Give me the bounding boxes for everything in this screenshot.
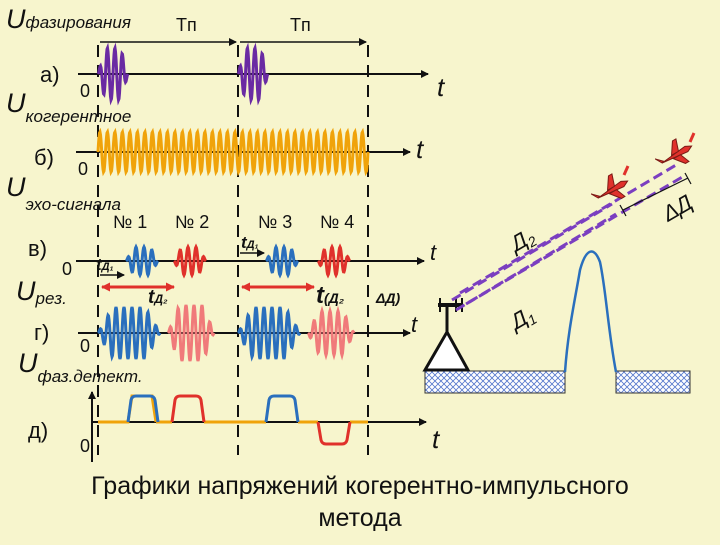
u-echo-label: Uэхо-сигнала (6, 172, 121, 214)
echo-n1: № 1 (113, 212, 147, 232)
result-pulse-4 (307, 305, 356, 361)
row-d-label: д) (28, 418, 48, 443)
caption-line-1: Графики напряжений когерентно-импульсног… (91, 472, 629, 500)
echo-pulse-4 (317, 243, 351, 279)
u-phdet-label: Uфаз.детект. (18, 348, 143, 386)
echo-n3: № 3 (258, 212, 292, 232)
delta-d-bracket (622, 177, 689, 211)
u-coherent-label: Uкогерентное (6, 88, 131, 126)
axis-v-t: t (430, 240, 437, 265)
row-b-zero: 0 (78, 159, 88, 179)
det-baseline-1 (98, 394, 158, 424)
u-phasing-label: Uфазирования (6, 4, 131, 34)
caption-line-2: метода (318, 504, 402, 532)
echo-n4: № 4 (320, 212, 354, 232)
result-pulse-1 (97, 306, 162, 362)
ground-right (615, 370, 691, 394)
det-pulse-3 (264, 394, 300, 423)
coherent-wave (96, 127, 370, 177)
aircraft-1-icon (590, 173, 629, 199)
phasing-pulse-2 (236, 42, 270, 106)
td1-label-a: tД₁ (96, 255, 114, 274)
radar-scene: ΔД Д2 Д1 (422, 132, 697, 394)
d2-label: Д2 (503, 223, 539, 260)
d1-label: Д1 (503, 301, 539, 338)
td2-label-a: tД₂ (148, 287, 168, 308)
u-res-label: Uрез. (16, 276, 67, 308)
delta-d-right-label: ΔД (657, 190, 697, 227)
det-pulse-1 (126, 394, 160, 423)
td2-label-b: t(Д₂ (316, 282, 344, 309)
row-v-zero: 0 (62, 259, 72, 279)
row-b-label: б) (34, 145, 54, 170)
terrain-peak-icon (563, 250, 618, 373)
ray-to-aircraft-2b (465, 174, 685, 306)
row-g-zero: 0 (80, 336, 90, 356)
axis-g-t: t (411, 312, 418, 337)
result-pulse-2 (166, 303, 216, 362)
echo-pulse-2 (173, 243, 207, 279)
row-v-label: в) (28, 236, 47, 261)
delta-d-label: ΔД) (375, 290, 401, 306)
det-pulse-2 (170, 394, 206, 423)
vertical-reference-lines (97, 45, 369, 455)
row-d-zero: 0 (80, 436, 90, 456)
echo-n2: № 2 (175, 212, 209, 232)
axis-b-t: t (416, 134, 425, 164)
td1-label-b: tД₁ (241, 233, 259, 252)
tp-label-1: Tп (176, 15, 197, 35)
axis-d-t: t (432, 424, 441, 454)
aircraft-2-icon (654, 138, 693, 164)
figure-caption: Графики напряжений когерентно-импульсног… (0, 470, 720, 534)
phasing-pulse-1 (96, 42, 130, 106)
radar-antenna-icon (422, 328, 471, 372)
echo-pulse-3 (265, 243, 299, 279)
row-a-label: а) (40, 62, 60, 87)
det-pulse-4 (316, 421, 352, 446)
ground-left (424, 370, 566, 394)
row-g-label: г) (34, 320, 49, 345)
row-a-zero: 0 (80, 81, 90, 101)
result-pulse-3 (237, 306, 302, 362)
tp-label-2: Tп (290, 15, 311, 35)
axis-a-t: t (437, 72, 446, 102)
echo-pulse-1 (125, 243, 159, 279)
ray-to-aircraft-2a (459, 163, 677, 295)
